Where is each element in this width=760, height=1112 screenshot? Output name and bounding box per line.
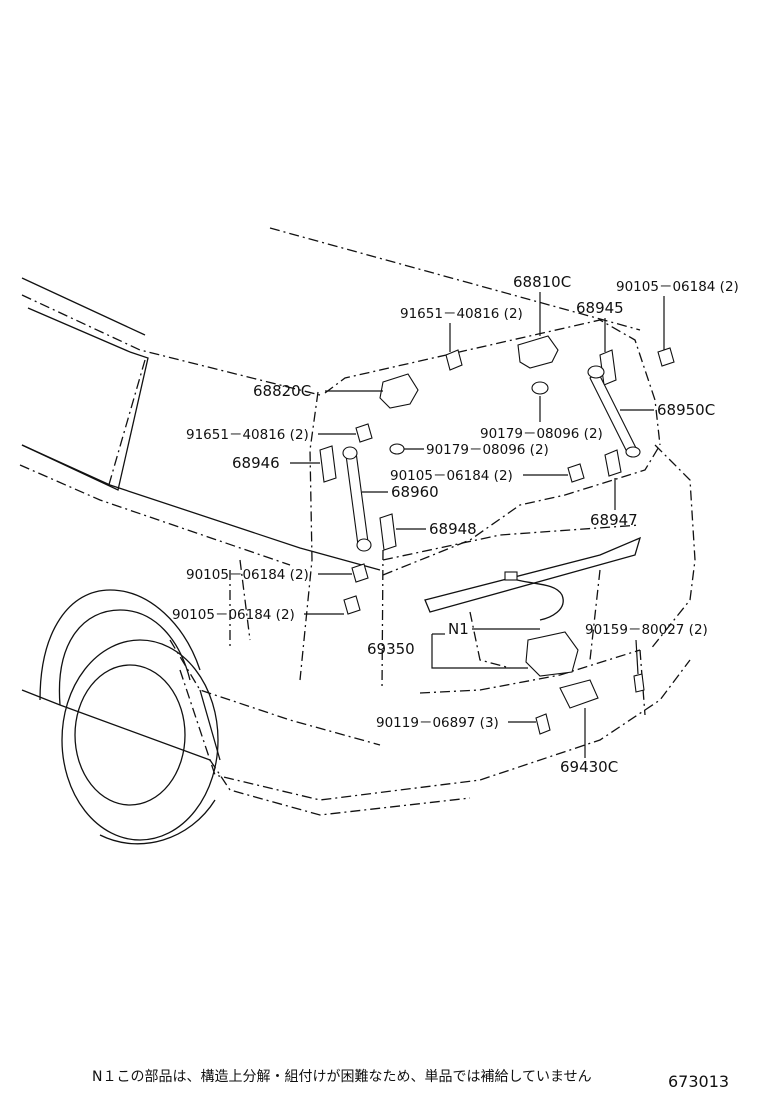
screw-90159-icon <box>633 673 645 693</box>
label-69350: 69350 <box>367 640 415 658</box>
bracket-68948-icon <box>379 513 397 551</box>
bolt-90105-low1-icon <box>351 563 369 583</box>
nut-90179-b-icon <box>389 443 405 455</box>
bolt-90119-icon <box>535 713 551 735</box>
label-68820c: 68820C <box>253 382 311 400</box>
label-68945: 68945 <box>576 299 624 317</box>
part-labels: 68810C 68945 90105－06184 (2) 91651－40816… <box>172 273 739 776</box>
label-90105-low2: 90105－06184 (2) <box>172 607 295 623</box>
label-68948: 68948 <box>429 520 477 538</box>
nut-90179-a-icon <box>531 381 549 395</box>
label-68947: 68947 <box>590 511 638 529</box>
bracket-68947-icon <box>604 449 622 477</box>
vehicle-body-outline <box>19 227 696 845</box>
hinge-68810c-icon <box>517 335 559 369</box>
bolt-90105-mid-icon <box>567 463 585 483</box>
label-90179-a: 90179－08096 (2) <box>480 426 603 442</box>
label-68950c: 68950C <box>657 401 715 419</box>
diagram-id: 673013 <box>668 1072 730 1091</box>
label-91651-top: 91651－40816 (2) <box>400 306 523 322</box>
label-90119: 90119－06897 (3) <box>376 715 499 731</box>
label-90105-low1: 90105－06184 (2) <box>186 567 309 583</box>
label-68960: 68960 <box>391 483 439 501</box>
striker-69430c-icon <box>559 679 599 709</box>
label-n1: N1 <box>448 620 469 638</box>
bolt-91651-top-icon <box>445 349 463 371</box>
part-shapes <box>319 335 675 735</box>
label-68810c: 68810C <box>513 273 571 291</box>
label-90159: 90159－80027 (2) <box>585 622 708 638</box>
lock-assembly-69350-icon <box>525 631 579 677</box>
label-90179-b: 90179－08096 (2) <box>426 442 549 458</box>
bolt-91651-mid-icon <box>355 423 373 443</box>
label-68946: 68946 <box>232 454 280 472</box>
footnote-text: N１この部品は、構造上分解・組付けが困難なため、単品では補給していません <box>92 1069 592 1085</box>
leader-lines <box>290 292 665 758</box>
label-91651-mid: 91651－40816 (2) <box>186 427 309 443</box>
wire-harness-n1-icon <box>509 577 564 621</box>
bracket-68946-icon <box>319 445 337 483</box>
bolt-90105-top-icon <box>657 347 675 367</box>
label-69430c: 69430C <box>560 758 618 776</box>
hinge-68820c-icon <box>379 373 419 409</box>
bolt-90105-low2-icon <box>343 595 361 615</box>
label-90105-mid: 90105－06184 (2) <box>390 468 513 484</box>
damper-68960-icon <box>345 451 369 546</box>
label-90105-top: 90105－06184 (2) <box>616 279 739 295</box>
